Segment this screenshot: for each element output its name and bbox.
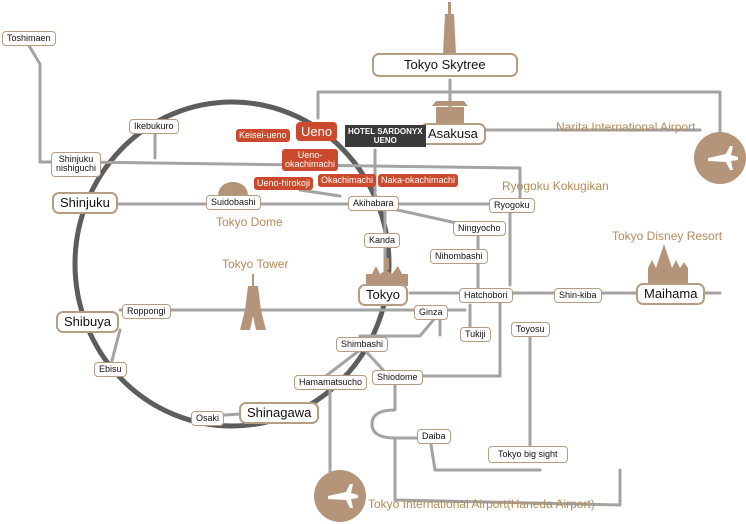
disney-castle-icon xyxy=(648,244,688,284)
station-ueno-okachimachi-line1: Ueno- xyxy=(297,150,323,160)
skytree-icon xyxy=(443,2,456,54)
narita-airport-label: Narita International Airport xyxy=(556,120,696,134)
station-ikebukuro[interactable]: Ikebukuro xyxy=(129,119,179,134)
station-shinjuku[interactable]: Shinjuku xyxy=(52,192,118,215)
tokyo-tower-label: Tokyo Tower xyxy=(222,257,289,271)
station-shinjuku-nishiguchi-line2: nishiguchi xyxy=(56,163,97,174)
tokyo-dome-icon xyxy=(218,182,248,196)
station-maihama[interactable]: Maihama xyxy=(636,283,706,306)
tokyo-dome-label: Tokyo Dome xyxy=(216,215,283,229)
station-hamamatsucho[interactable]: Hamamatsucho xyxy=(294,375,368,390)
station-naka-okachimachi[interactable]: Naka-okachimachi xyxy=(378,174,459,187)
station-tokyo-big-sight[interactable]: Tokyo big sight xyxy=(488,446,568,463)
station-shinjuku-nishiguchi-line1: Shinjuku xyxy=(58,154,94,164)
airplane-icon xyxy=(328,146,738,508)
station-shibuya[interactable]: Shibuya xyxy=(56,311,119,334)
station-keisei-ueno[interactable]: Keisei-ueno xyxy=(236,129,290,142)
tokyo-tower-icon xyxy=(240,274,266,330)
station-hatchobori[interactable]: Hatchobori xyxy=(459,288,513,303)
ryogoku-kokugikan-label: Ryogoku Kokugikan xyxy=(502,179,609,193)
station-shin-kiba[interactable]: Shin-kiba xyxy=(554,288,602,303)
station-osaki[interactable]: Osaki xyxy=(191,411,225,426)
station-ningyocho[interactable]: Ningyocho xyxy=(453,221,506,236)
station-asakusa[interactable]: Asakusa xyxy=(420,123,486,146)
hotel-name-line1: HOTEL SARDONYX xyxy=(348,127,423,136)
station-shinagawa[interactable]: Shinagawa xyxy=(239,402,320,425)
station-suidobashi[interactable]: Suidobashi xyxy=(206,195,261,210)
station-ebisu[interactable]: Ebisu xyxy=(94,362,127,377)
haneda-airport-label: Tokyo International Airport(Haneda Airpo… xyxy=(368,497,595,511)
station-ueno[interactable]: Ueno xyxy=(296,122,338,141)
station-ueno-okachimachi[interactable]: Ueno- okachimachi xyxy=(282,149,339,171)
station-akihabara[interactable]: Akihabara xyxy=(348,196,399,211)
station-shiodome[interactable]: Shiodome xyxy=(372,370,423,385)
station-tukiji[interactable]: Tukiji xyxy=(460,327,491,342)
station-toshimaen[interactable]: Toshimaen xyxy=(2,31,56,46)
station-ueno-hirokoji[interactable]: Ueno-hirokoji xyxy=(254,177,314,190)
station-roppongi[interactable]: Roppongi xyxy=(122,304,171,319)
station-ueno-okachimachi-line2: okachimachi xyxy=(285,159,336,169)
tokyo-station-icon xyxy=(366,258,408,286)
station-okachimachi[interactable]: Okachimachi xyxy=(318,174,377,187)
station-toyosu[interactable]: Toyosu xyxy=(511,322,550,337)
station-ryogoku[interactable]: Ryogoku xyxy=(489,198,535,213)
station-daiba[interactable]: Daiba xyxy=(417,429,451,444)
tokyo-disney-label: Tokyo Disney Resort xyxy=(612,229,723,243)
hotel-name-line2: UENO xyxy=(373,136,397,146)
hotel-sardonyx-ueno: HOTEL SARDONYX UENO xyxy=(345,125,426,148)
station-tokyo[interactable]: Tokyo xyxy=(358,284,408,307)
station-nihombashi[interactable]: Nihombashi xyxy=(430,249,488,264)
station-shinjuku-nishiguchi[interactable]: Shinjuku nishiguchi xyxy=(51,152,102,177)
station-ginza[interactable]: Ginza xyxy=(414,305,448,320)
station-shimbashi[interactable]: Shimbashi xyxy=(336,337,389,352)
station-kanda[interactable]: Kanda xyxy=(364,233,401,248)
asakusa-gate-icon xyxy=(432,101,468,123)
station-tokyo-skytree[interactable]: Tokyo Skytree xyxy=(372,53,518,78)
